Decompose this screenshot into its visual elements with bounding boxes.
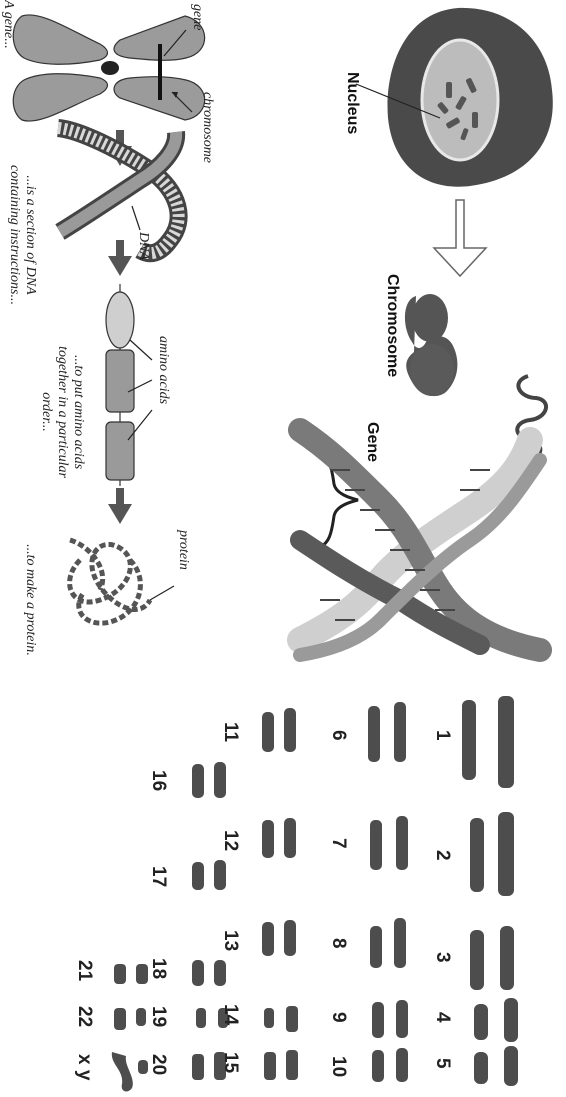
protein-label: protein <box>176 530 190 570</box>
nucleus-label: Nucleus <box>344 72 360 134</box>
karyotype-label-20: 20 <box>149 1054 168 1075</box>
karyotype-label-6: 6 <box>329 730 348 741</box>
dna-helix <box>300 430 540 655</box>
karyotype-label-16: 16 <box>149 770 168 791</box>
protein-knot <box>70 540 150 623</box>
karyotype-chromosomes <box>112 696 518 1091</box>
karyotype-label-8: 8 <box>329 938 348 949</box>
dna-pointer <box>132 206 140 230</box>
karyotype-label-14: 14 <box>221 1004 240 1025</box>
karyotype-label-4: 4 <box>433 1012 452 1023</box>
karyotype-label-1: 1 <box>433 730 452 741</box>
karyotype-label-15: 15 <box>221 1052 240 1073</box>
left-dna-helix <box>58 128 179 253</box>
karyotype-label-13: 13 <box>221 930 240 951</box>
karyotype-label-5: 5 <box>433 1058 452 1069</box>
karyotype-label-22: 22 <box>75 1006 94 1027</box>
gene-label: Gene <box>364 422 380 462</box>
karyotype-label-21: 21 <box>75 960 94 981</box>
karyotype-label-18: 18 <box>149 958 168 979</box>
hollow-arrow <box>434 200 486 276</box>
karyotype-label-2: 2 <box>433 850 452 861</box>
karyotype-label-3: 3 <box>433 952 452 963</box>
karyotype-label-9: 9 <box>329 1012 348 1023</box>
karyotype-label-19: 19 <box>149 1006 168 1027</box>
karyotype-label-10: 10 <box>329 1056 348 1077</box>
amino-acids-label: amino acids <box>156 336 170 404</box>
karyotype-label-12: 12 <box>221 830 240 851</box>
karyotype-label-xy: x y <box>75 1054 94 1080</box>
caption-make-protein: ...to make a protein. <box>22 520 38 680</box>
protein-pointer <box>150 586 174 600</box>
caption-amino-acids-order: ...to put amino acids together in a part… <box>38 332 86 492</box>
karyotype-label-11: 11 <box>221 722 240 742</box>
dna-label: DNA <box>136 232 150 260</box>
karyotype-label-17: 17 <box>149 866 168 887</box>
amino-acid-chain <box>106 284 134 486</box>
small-chromosome-label: chromosome <box>200 92 214 163</box>
centromere <box>101 61 119 75</box>
karyotype-label-7: 7 <box>329 838 348 849</box>
caption-a-gene: A gene... <box>0 0 16 120</box>
small-gene-label: gene <box>190 4 204 30</box>
caption-section-of-dna: ...is a section of DNA containing instru… <box>6 160 38 310</box>
chromosome-label: Chromosome <box>384 274 400 377</box>
